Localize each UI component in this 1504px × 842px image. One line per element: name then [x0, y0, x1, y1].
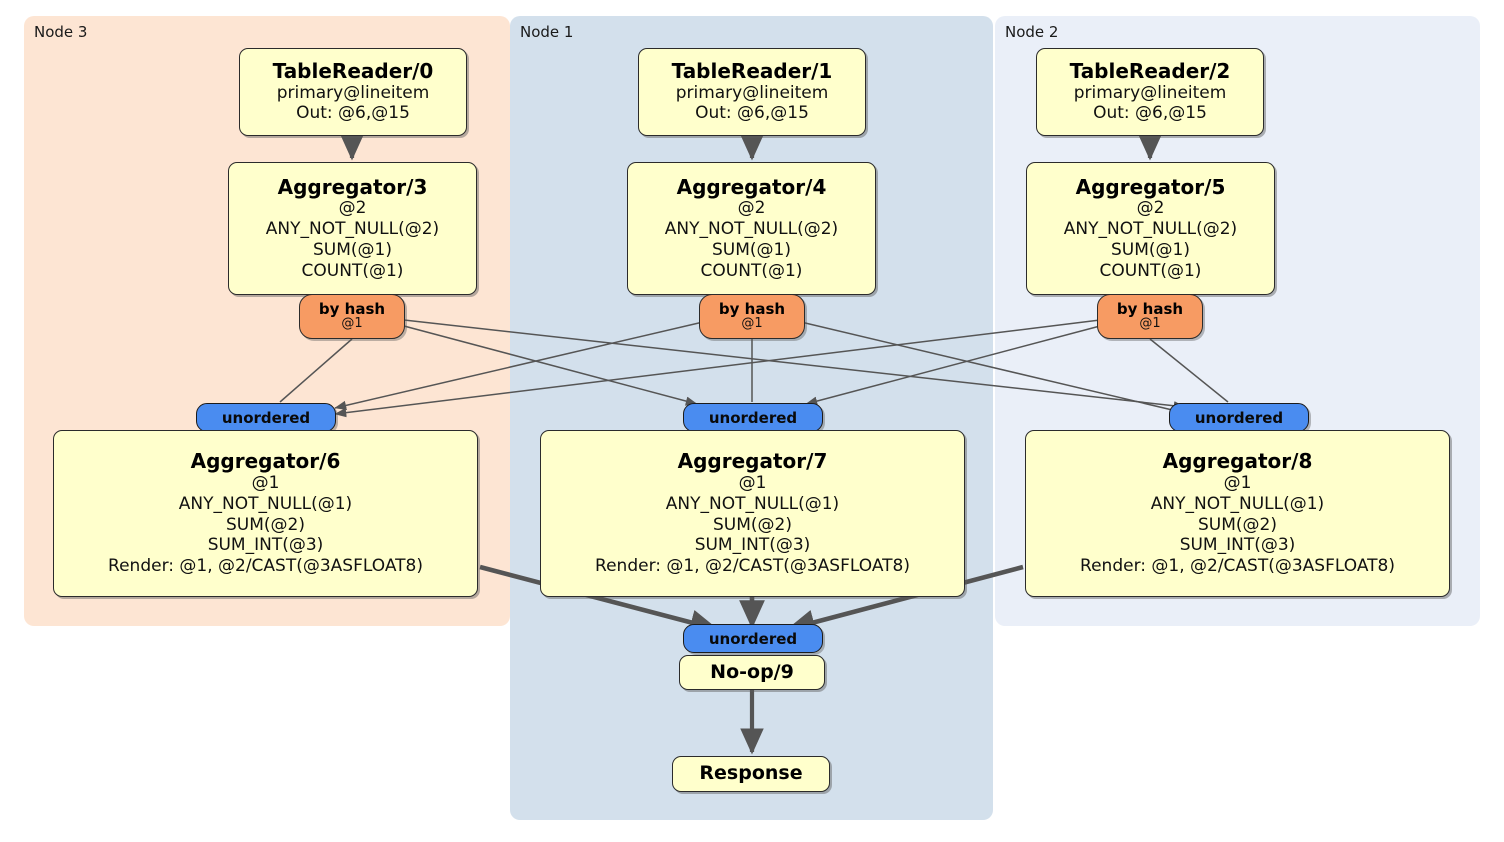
op-line: SUM(@1)	[313, 239, 392, 260]
op-title: Aggregator/6	[190, 449, 341, 474]
op-title: Aggregator/3	[277, 174, 428, 199]
op-title: Response	[699, 762, 803, 785]
router-sub: @1	[1139, 316, 1161, 332]
op-line: primary@lineitem	[1073, 82, 1227, 103]
op-aggregator-8[interactable]: Aggregator/8 @1 ANY_NOT_NULL(@1) SUM(@2)…	[1025, 430, 1450, 597]
op-title: Aggregator/5	[1075, 174, 1226, 199]
op-line: ANY_NOT_NULL(@1)	[178, 493, 353, 514]
op-aggregator-5[interactable]: Aggregator/5 @2 ANY_NOT_NULL(@2) SUM(@1)…	[1026, 162, 1275, 295]
op-aggregator-6[interactable]: Aggregator/6 @1 ANY_NOT_NULL(@1) SUM(@2)…	[53, 430, 478, 597]
op-title: TableReader/1	[671, 58, 833, 83]
op-aggregator-7[interactable]: Aggregator/7 @1 ANY_NOT_NULL(@1) SUM(@2)…	[540, 430, 965, 597]
router-title: by hash	[718, 299, 786, 318]
op-line: SUM(@2)	[1198, 514, 1277, 535]
op-line: ANY_NOT_NULL(@2)	[265, 219, 440, 240]
op-aggregator-3[interactable]: Aggregator/3 @2 ANY_NOT_NULL(@2) SUM(@1)…	[228, 162, 477, 295]
op-tablereader-0[interactable]: TableReader/0 primary@lineitem Out: @6,@…	[239, 48, 467, 136]
op-title: Aggregator/8	[1162, 449, 1313, 474]
stream-label: unordered	[708, 629, 798, 648]
panel-label-node-2: Node 2	[1005, 23, 1059, 41]
router-by-hash-left[interactable]: by hash @1	[299, 294, 405, 339]
router-sub: @1	[741, 316, 763, 332]
op-title: Aggregator/4	[676, 174, 827, 199]
router-title: by hash	[318, 299, 386, 318]
op-line: Out: @6,@15	[296, 103, 410, 124]
op-line: Out: @6,@15	[1093, 103, 1207, 124]
op-title: TableReader/0	[272, 58, 434, 83]
op-line: SUM_INT(@3)	[1179, 535, 1296, 556]
op-line: primary@lineitem	[276, 82, 430, 103]
op-line: @2	[737, 198, 766, 219]
op-title: Aggregator/7	[677, 449, 828, 474]
op-line: COUNT(@1)	[301, 260, 404, 281]
op-line: ANY_NOT_NULL(@2)	[664, 219, 839, 240]
op-line: SUM(@2)	[713, 514, 792, 535]
op-line: @2	[338, 198, 367, 219]
op-aggregator-4[interactable]: Aggregator/4 @2 ANY_NOT_NULL(@2) SUM(@1)…	[627, 162, 876, 295]
op-tablereader-2[interactable]: TableReader/2 primary@lineitem Out: @6,@…	[1036, 48, 1264, 136]
op-line: primary@lineitem	[675, 82, 829, 103]
op-response[interactable]: Response	[672, 756, 830, 792]
router-title: by hash	[1116, 299, 1184, 318]
op-line: COUNT(@1)	[700, 260, 803, 281]
router-by-hash-center[interactable]: by hash @1	[699, 294, 805, 339]
op-title: TableReader/2	[1069, 58, 1231, 83]
op-line: Render: @1, @2/CAST(@3ASFLOAT8)	[1080, 556, 1395, 576]
op-line: ANY_NOT_NULL(@1)	[665, 493, 840, 514]
op-line: SUM(@1)	[712, 239, 791, 260]
op-line: @2	[1136, 198, 1165, 219]
op-line: Render: @1, @2/CAST(@3ASFLOAT8)	[108, 556, 423, 576]
panel-label-node-1: Node 1	[520, 23, 574, 41]
panel-label-node-3: Node 3	[34, 23, 88, 41]
op-line: SUM(@2)	[226, 514, 305, 535]
op-line: SUM(@1)	[1111, 239, 1190, 260]
stream-label: unordered	[1194, 408, 1284, 427]
op-line: SUM_INT(@3)	[694, 535, 811, 556]
stream-label: unordered	[708, 408, 798, 427]
stream-unordered-right[interactable]: unordered	[1169, 403, 1309, 432]
stream-unordered-left[interactable]: unordered	[196, 403, 336, 432]
op-line: @1	[1223, 473, 1252, 494]
op-line: Out: @6,@15	[695, 103, 809, 124]
op-line: ANY_NOT_NULL(@1)	[1150, 493, 1325, 514]
stream-label: unordered	[221, 408, 311, 427]
op-line: @1	[738, 473, 767, 494]
stream-unordered-center[interactable]: unordered	[683, 403, 823, 432]
op-line: ANY_NOT_NULL(@2)	[1063, 219, 1238, 240]
op-line: @1	[251, 473, 280, 494]
op-noop-9[interactable]: No-op/9	[679, 655, 825, 690]
op-line: Render: @1, @2/CAST(@3ASFLOAT8)	[595, 556, 910, 576]
router-sub: @1	[341, 316, 363, 332]
op-line: SUM_INT(@3)	[207, 535, 324, 556]
op-line: COUNT(@1)	[1099, 260, 1202, 281]
op-title: No-op/9	[710, 660, 794, 683]
op-tablereader-1[interactable]: TableReader/1 primary@lineitem Out: @6,@…	[638, 48, 866, 136]
stream-unordered-final[interactable]: unordered	[683, 624, 823, 653]
router-by-hash-right[interactable]: by hash @1	[1097, 294, 1203, 339]
